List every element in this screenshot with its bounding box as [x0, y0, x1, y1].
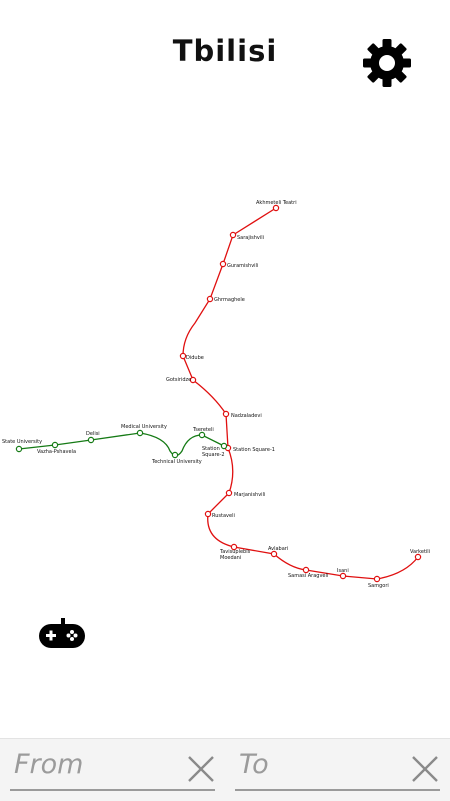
red-station-label[interactable]: Gotsiridze: [166, 377, 191, 383]
red-station-label[interactable]: Marjanishvili: [234, 492, 265, 498]
red-station-marker[interactable]: [222, 410, 230, 418]
green-station-marker[interactable]: [171, 451, 179, 459]
red-station-label[interactable]: Sarajishvili: [237, 235, 264, 241]
red-station-label[interactable]: Samgori: [368, 583, 389, 589]
red-station-marker[interactable]: [206, 295, 214, 303]
clear-from-button[interactable]: [186, 754, 216, 784]
red-station-marker[interactable]: [414, 553, 422, 561]
to-field[interactable]: To: [235, 747, 440, 791]
red-station-marker[interactable]: [339, 572, 347, 580]
red-station-marker[interactable]: [229, 231, 237, 239]
green-station-label[interactable]: Medical University: [121, 424, 167, 430]
to-placeholder: To: [239, 749, 269, 780]
red-station-marker[interactable]: [270, 550, 278, 558]
red-station-marker[interactable]: [373, 575, 381, 583]
red-station-label[interactable]: Rustaveli: [212, 513, 235, 519]
red-station-marker[interactable]: [272, 204, 280, 212]
game-button[interactable]: [38, 617, 88, 651]
metro-map: Akhmeteli TeatriSarajishviliGuramishvili…: [2, 200, 430, 589]
red-station-label[interactable]: Varketili: [410, 549, 430, 555]
red-station-label[interactable]: Didube: [186, 355, 204, 361]
close-icon: [188, 756, 214, 782]
red-station-marker[interactable]: [225, 489, 233, 497]
page-title: Tbilisi: [172, 34, 278, 68]
red-station-label[interactable]: Akhmeteli Teatri: [256, 200, 297, 206]
green-station-marker[interactable]: [220, 442, 228, 450]
red-station-marker[interactable]: [204, 510, 212, 518]
from-placeholder: From: [14, 749, 84, 780]
red-station-label[interactable]: Nadzaladevi: [231, 413, 262, 419]
gamepad-icon: [39, 618, 85, 648]
green-station-label[interactable]: Tsereteli: [192, 427, 214, 433]
green-station-marker[interactable]: [51, 441, 59, 449]
red-station-label[interactable]: Guramishvili: [227, 263, 258, 269]
red-station-marker[interactable]: [219, 260, 227, 268]
red-station-label[interactable]: Station Square-1: [233, 447, 275, 453]
green-station-label[interactable]: State University: [2, 439, 42, 445]
red-station-label[interactable]: Avlabari: [268, 546, 288, 552]
clear-to-button[interactable]: [410, 754, 440, 784]
green-station-marker[interactable]: [87, 436, 95, 444]
green-station-marker[interactable]: [198, 431, 206, 439]
close-icon: [412, 756, 438, 782]
red-station-marker[interactable]: [189, 376, 197, 384]
gear-icon: [363, 39, 411, 87]
red-station-marker[interactable]: [302, 566, 310, 574]
green-station-marker[interactable]: [15, 445, 23, 453]
from-field[interactable]: From: [10, 747, 215, 791]
green-station-marker[interactable]: [136, 429, 144, 437]
red-station-label[interactable]: Ghrmaghele: [214, 297, 245, 303]
settings-button[interactable]: [362, 38, 412, 88]
red-station-marker[interactable]: [230, 543, 238, 551]
red-station-label[interactable]: Samasi Aragveli: [288, 573, 328, 579]
red-station-label[interactable]: Isani: [337, 568, 349, 574]
green-station-label[interactable]: Vazha-Pshavela: [37, 449, 76, 455]
green-station-label[interactable]: Delisi: [86, 431, 100, 437]
red-station-marker[interactable]: [179, 352, 187, 360]
route-search-bar: From To: [0, 738, 450, 801]
red-line: [182, 207, 419, 580]
green-station-label[interactable]: Technical University: [151, 459, 202, 465]
